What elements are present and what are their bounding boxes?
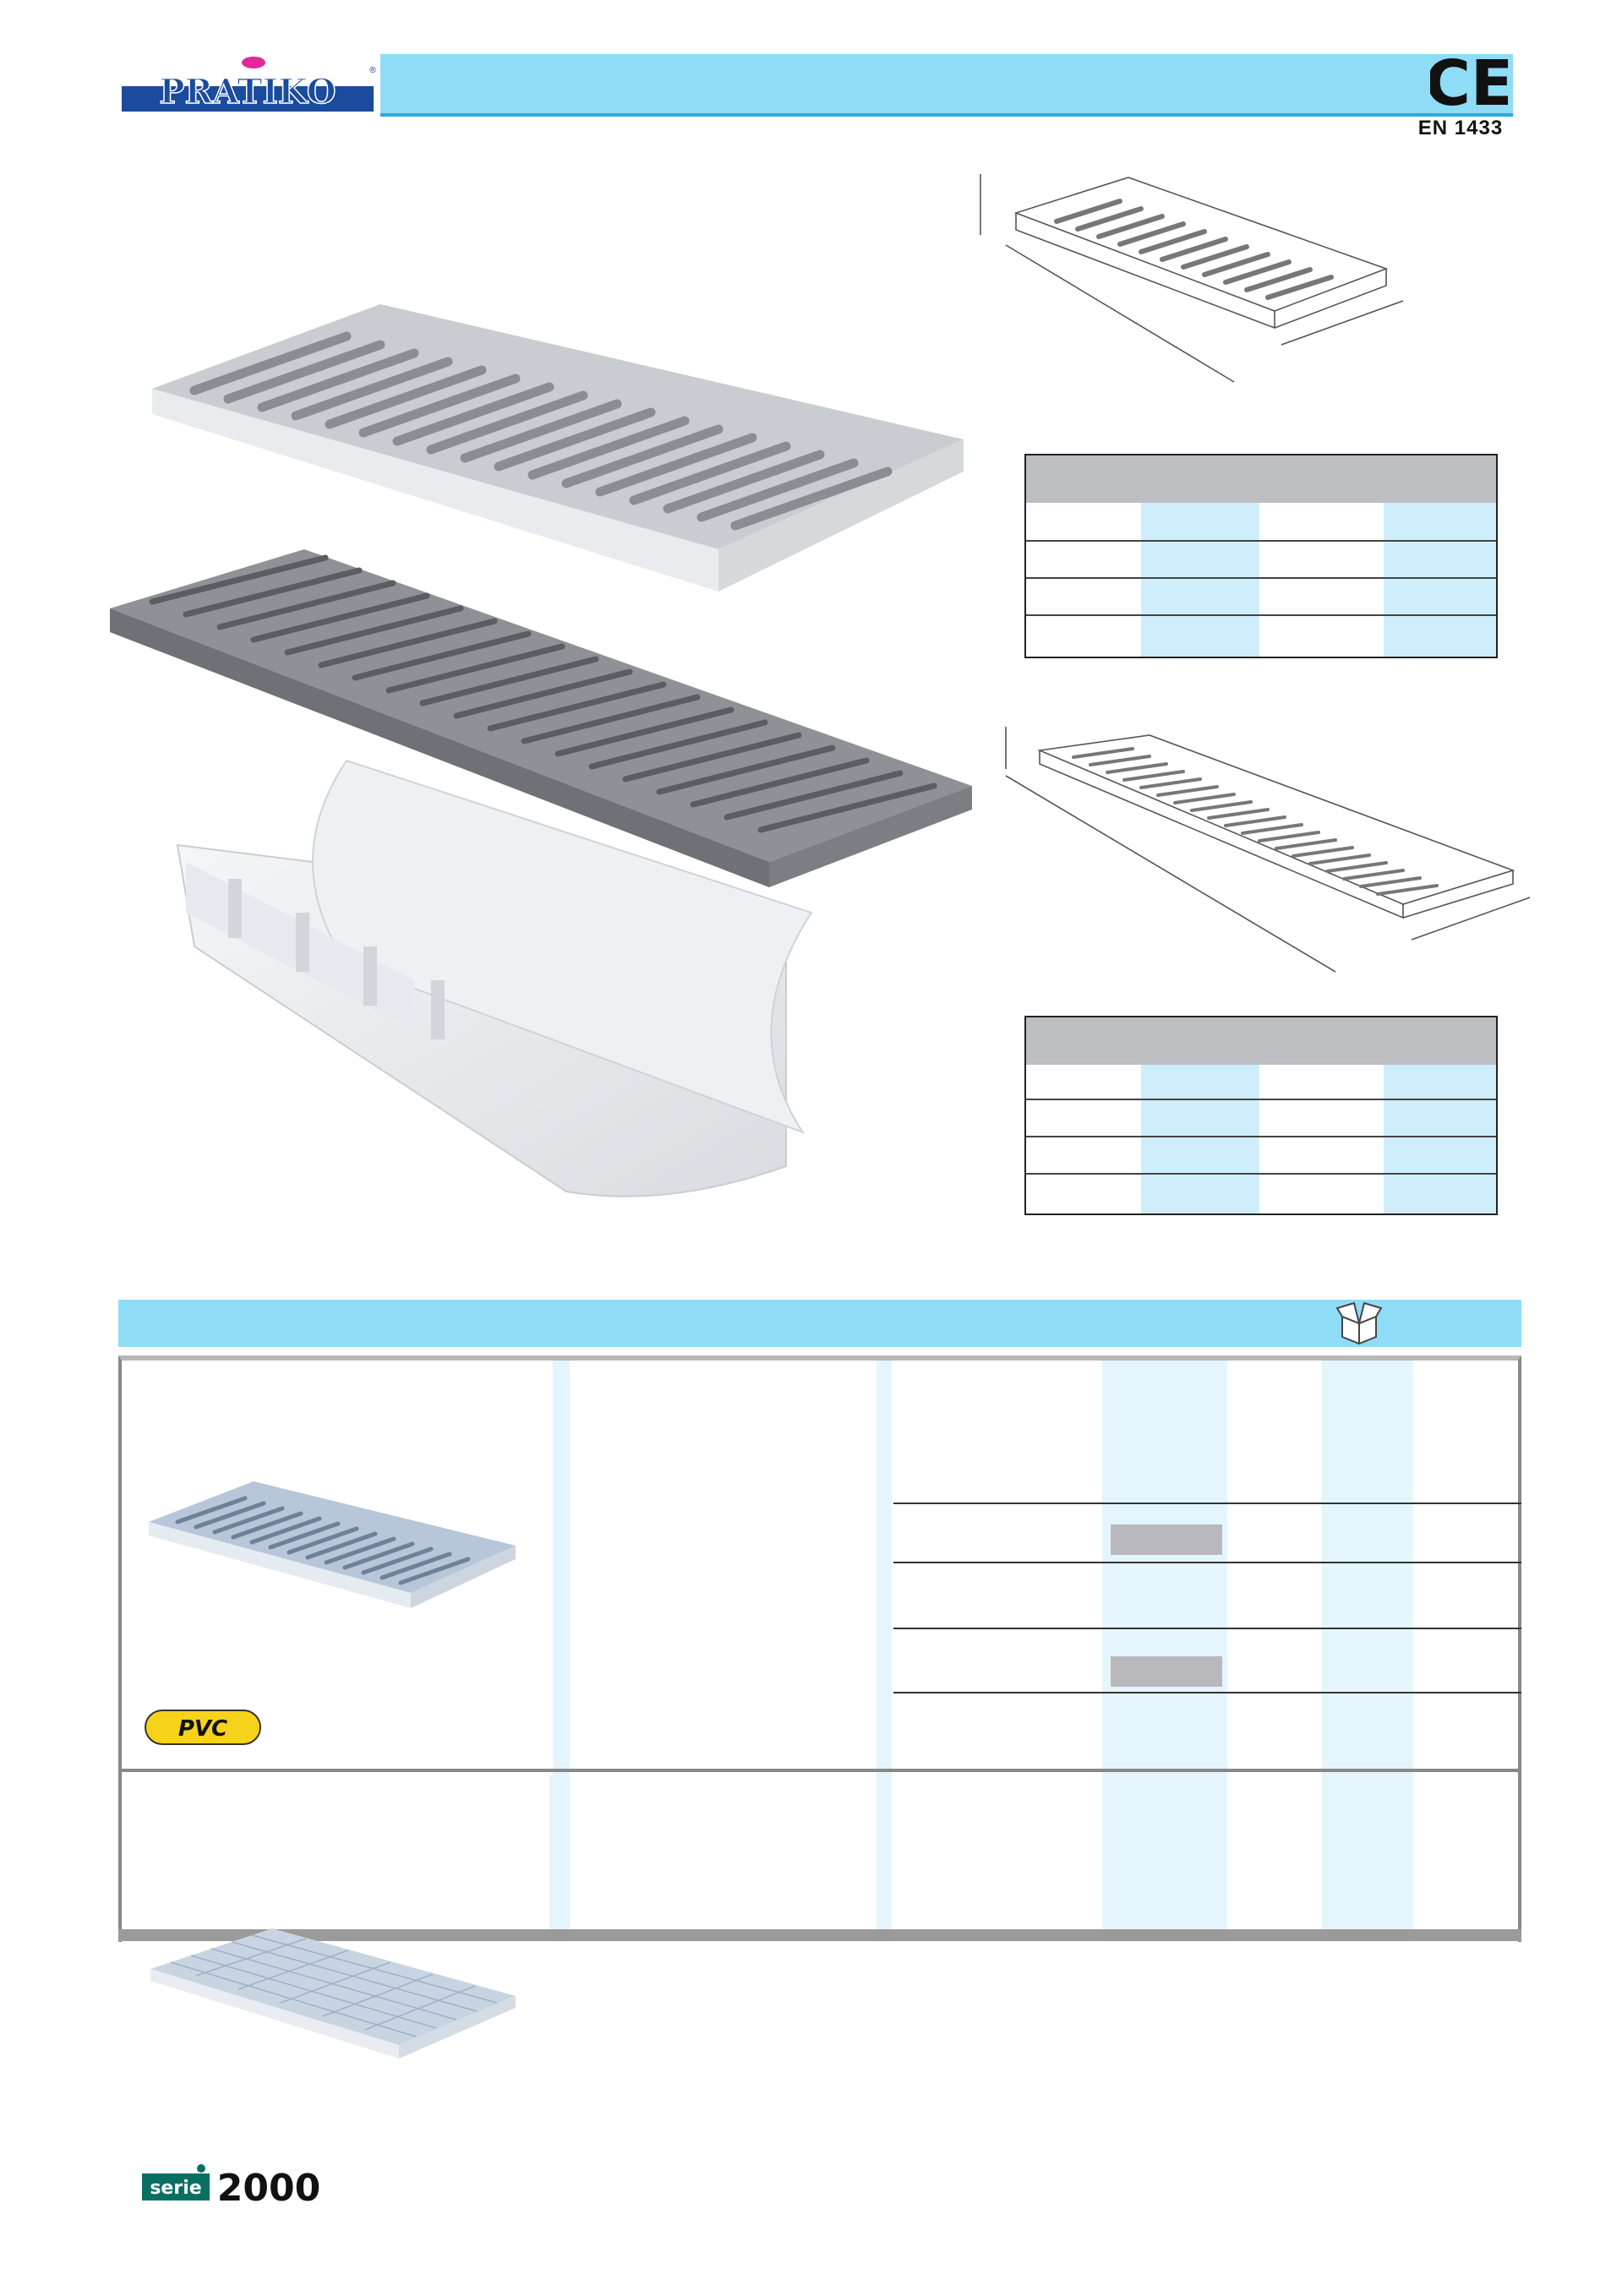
serie-logo-number: 2000 — [217, 2167, 320, 2204]
product-table-row-line — [893, 1502, 1521, 1504]
serie2000-grate-thumbnail — [150, 1928, 516, 2059]
ce-mark: CE — [1430, 47, 1508, 115]
product-table-row-line — [893, 1628, 1521, 1629]
product-table-bottom-rule — [118, 1929, 1521, 1941]
product-section-bar — [118, 1300, 1521, 1347]
product-table-row-line — [893, 1562, 1521, 1563]
dimension-table-2 — [1024, 1016, 1498, 1215]
dimension-table-1-row-line — [1026, 577, 1496, 579]
hero-product-image — [110, 304, 972, 1197]
pvc-badge-text: PVC — [178, 1716, 227, 1742]
serie-logo-prefix: serie — [150, 2178, 201, 2199]
ce-mark-text: CE — [1430, 47, 1508, 115]
product-table-row-line — [893, 1692, 1521, 1693]
standard-label: EN 1433 — [1417, 117, 1504, 139]
dimension-table-1-header — [1026, 455, 1496, 503]
product-table-grey-cell — [1111, 1524, 1222, 1555]
registered-mark: ® — [369, 66, 377, 75]
product-table-tinted-column — [549, 1775, 566, 1936]
pvc-grate-thumbnail — [149, 1481, 516, 1608]
serie-2000-logo: serie 2000 — [142, 2164, 320, 2204]
grey-grate-photo — [110, 549, 972, 887]
dimension-table-1-tinted-column — [1141, 503, 1259, 657]
dimension-table-1-tinted-column — [1384, 503, 1496, 657]
brand-wordmark: PRATIKO — [159, 72, 336, 112]
dimension-table-1-row-line — [1026, 614, 1496, 616]
header-rule — [380, 113, 1513, 117]
technical-drawing-slim-grate — [1005, 727, 1530, 973]
product-table-row-divider — [118, 1769, 1521, 1772]
channel-photo — [176, 759, 813, 1197]
product-table-grey-cell — [1111, 1656, 1222, 1687]
dimension-table-2-row-line — [1026, 1136, 1496, 1137]
light-grate-photo — [152, 304, 964, 592]
product-table — [118, 1355, 1521, 1942]
pvc-badge: PVC — [145, 1710, 261, 1745]
open-box-icon — [1335, 1301, 1383, 1345]
dimension-table-2-tinted-column — [1141, 1065, 1259, 1213]
dimension-table-2-header — [1026, 1017, 1496, 1065]
product-table-tinted-column — [877, 1361, 892, 1942]
dimension-table-2-tinted-column — [1384, 1065, 1496, 1213]
product-table-tinted-column — [1322, 1361, 1413, 1942]
product-table-tinted-column — [1102, 1361, 1227, 1942]
technical-drawing-wide-grate — [980, 174, 1404, 383]
dimension-table-1-row-line — [1026, 540, 1496, 542]
dimension-table-2-row-line — [1026, 1099, 1496, 1100]
pratiko-logo: PRATIKO ® — [122, 57, 377, 112]
dimension-table-2-row-line — [1026, 1173, 1496, 1175]
header-bar — [380, 54, 1513, 113]
dimension-table-1 — [1024, 454, 1498, 658]
